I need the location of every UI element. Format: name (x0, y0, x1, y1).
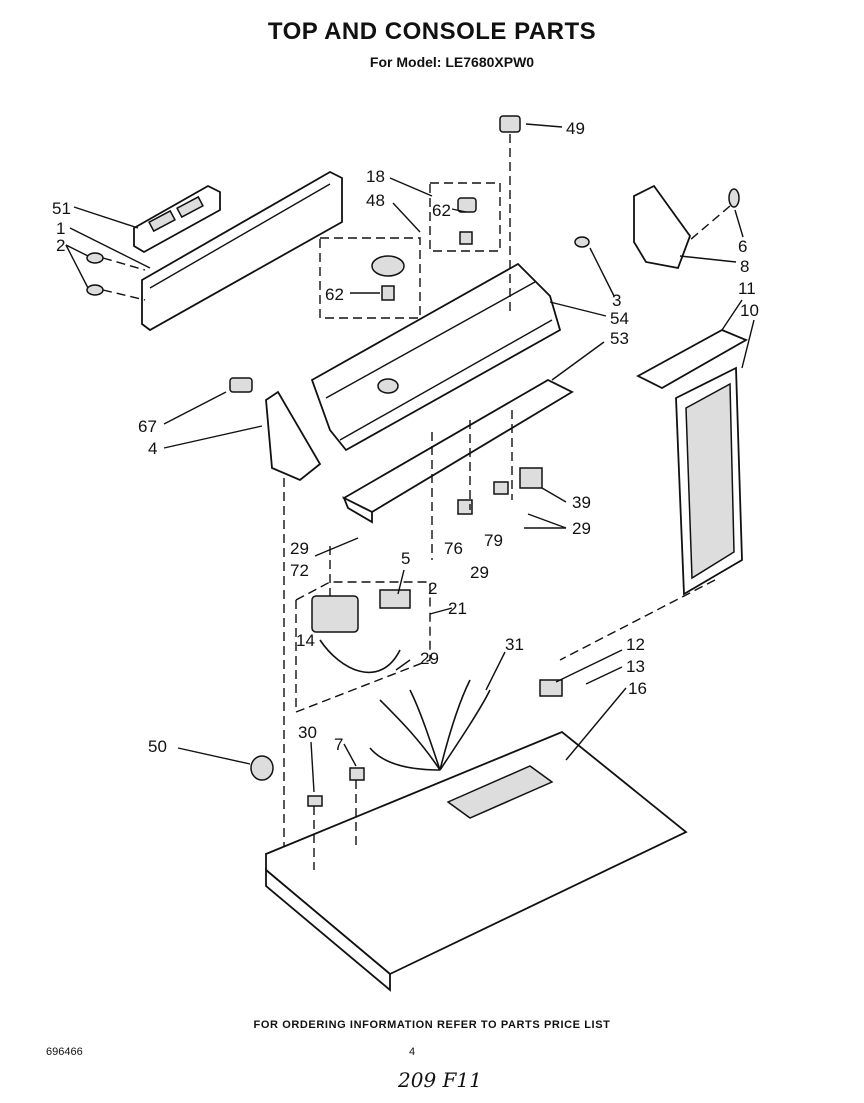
lint-screen-10 (636, 329, 749, 596)
callout-29-center: 29 (470, 563, 489, 582)
switch-39 (431, 410, 543, 560)
small-parts (250, 579, 716, 870)
callout-50: 50 (148, 737, 167, 756)
callout-53: 53 (610, 329, 629, 348)
callout-8: 8 (740, 257, 749, 276)
top-panel-16 (265, 679, 688, 992)
model-subtitle: For Model: LE7680XPW0 (369, 54, 535, 70)
callout-31: 31 (505, 635, 524, 654)
callout-49: 49 (566, 119, 585, 138)
callout-6: 6 (738, 237, 747, 256)
document-number: 696466 (46, 1046, 83, 1058)
callout-1: 1 (56, 219, 65, 238)
callout-7: 7 (334, 735, 343, 754)
page-title: TOP AND CONSOLE PARTS (267, 18, 597, 45)
callout-39: 39 (572, 493, 591, 512)
callout-30: 30 (298, 723, 317, 742)
rear-console-panel-1 (141, 170, 343, 332)
callout-10: 10 (740, 301, 759, 320)
end-cap-8 (574, 184, 740, 270)
console-54 (310, 262, 562, 452)
callout-54: 54 (610, 309, 629, 328)
callout-2-lower: 2 (428, 579, 437, 598)
page-number: 4 (409, 1046, 416, 1058)
callout-3: 3 (612, 291, 621, 310)
screws-2 (86, 252, 146, 301)
callout-29-right: 29 (572, 519, 591, 538)
callout-13: 13 (626, 657, 645, 676)
callout-72: 72 (290, 561, 309, 580)
callout-48: 48 (366, 191, 385, 210)
end-cap-4 (229, 377, 322, 850)
callout-67: 67 (138, 417, 157, 436)
console-end-cap-51 (133, 184, 221, 254)
handwritten-note: 209 F11 (398, 1068, 482, 1092)
callout-16: 16 (628, 679, 647, 698)
callout-4: 4 (148, 439, 157, 458)
callout-12: 12 (626, 635, 645, 654)
callout-2-upper: 2 (56, 236, 65, 255)
callout-18: 18 (366, 167, 385, 186)
callout-21: 21 (448, 599, 467, 618)
callout-29-lower: 29 (420, 649, 439, 668)
leader-lines (65, 123, 755, 793)
ordering-note: FOR ORDERING INFORMATION REFER TO PARTS … (253, 1019, 611, 1031)
callout-labels: 49 18 48 62 62 51 1 2 6 8 3 54 11 10 53 … (52, 119, 759, 756)
knob-49 (499, 115, 521, 312)
callout-51: 51 (52, 199, 71, 218)
callout-14: 14 (296, 631, 315, 650)
console-base-53 (342, 378, 574, 524)
knob-assembly-18 (429, 182, 501, 252)
callout-11: 11 (738, 279, 756, 298)
timer-assembly-21 (295, 546, 431, 714)
knob-assembly-48 (319, 237, 421, 319)
callout-62-upper: 62 (432, 201, 451, 220)
callout-29-left: 29 (290, 539, 309, 558)
callout-79: 79 (484, 531, 503, 550)
callout-76: 76 (444, 539, 463, 558)
callout-62-lower: 62 (325, 285, 344, 304)
callout-5: 5 (401, 549, 410, 568)
